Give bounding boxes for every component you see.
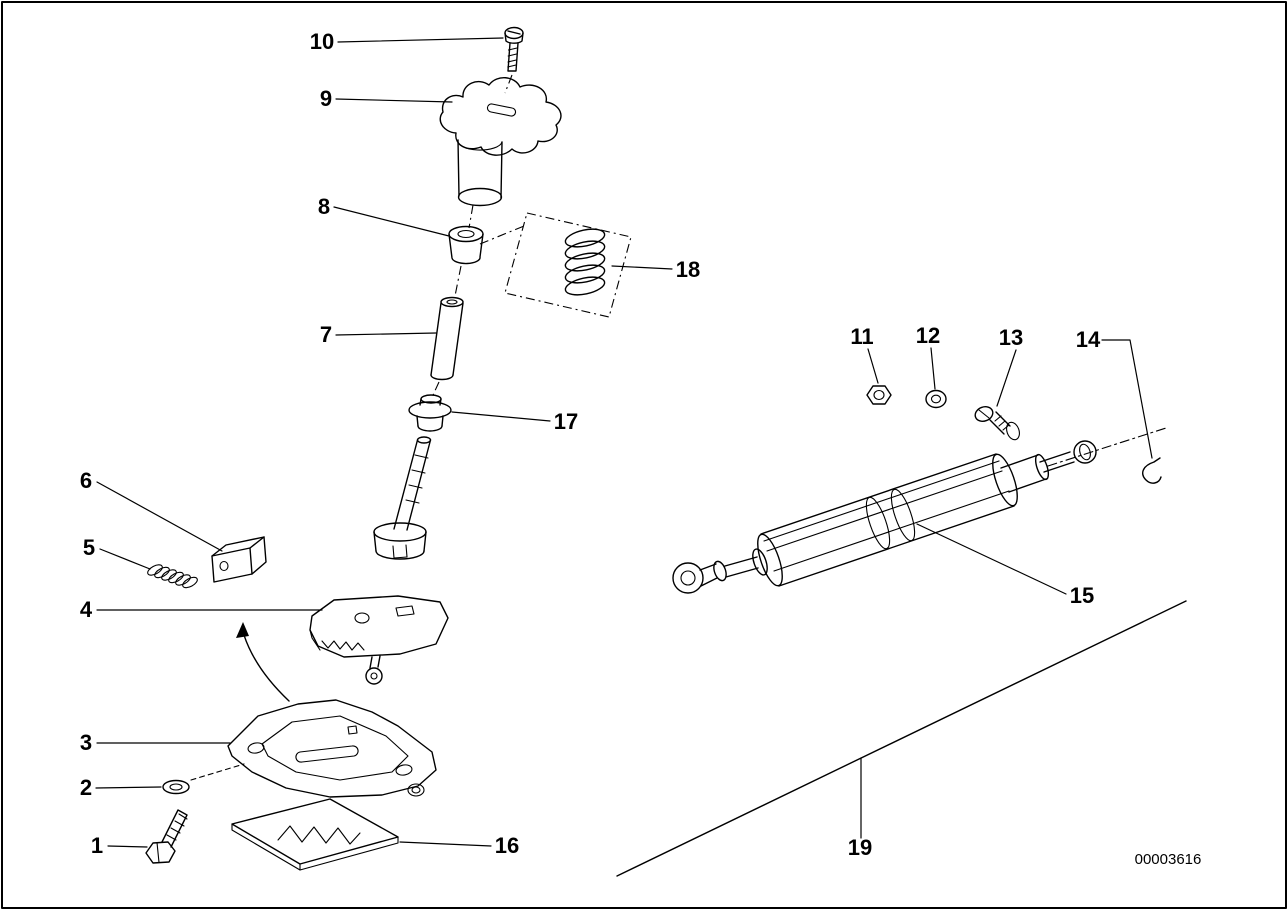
part-shaft-with-base xyxy=(373,436,432,560)
part-4-ratchet-plate xyxy=(236,595,449,702)
callout-3[interactable]: 3 xyxy=(80,730,231,755)
callout-5-label[interactable]: 5 xyxy=(83,535,95,560)
callout-9-label[interactable]: 9 xyxy=(320,86,332,111)
callout-2[interactable]: 2 xyxy=(80,775,162,800)
callout-11-label[interactable]: 11 xyxy=(850,324,873,349)
callout-18[interactable]: 18 xyxy=(611,257,700,282)
callout-7[interactable]: 7 xyxy=(320,322,437,347)
callout-12[interactable]: 12 xyxy=(916,323,940,390)
callout-1-label[interactable]: 1 xyxy=(91,833,103,858)
part-15-damper xyxy=(672,427,1167,594)
callout-6[interactable]: 6 xyxy=(80,468,223,552)
part-11-nut xyxy=(866,385,892,405)
callout-17[interactable]: 17 xyxy=(451,409,578,434)
callout-6-label[interactable]: 6 xyxy=(80,468,92,493)
centerline-segments xyxy=(432,74,525,396)
callout-2-label[interactable]: 2 xyxy=(80,775,92,800)
callout-12-label[interactable]: 12 xyxy=(916,323,940,348)
callout-16[interactable]: 16 xyxy=(399,833,519,858)
part-7-sleeve xyxy=(430,296,464,381)
part-18-spring xyxy=(504,212,632,318)
callout-11[interactable]: 11 xyxy=(850,324,879,384)
part-3-cover-plate xyxy=(227,699,437,798)
part-12-washer xyxy=(925,389,947,409)
part-1-bolt xyxy=(145,809,188,864)
callout-17-label[interactable]: 17 xyxy=(554,409,578,434)
part-5-spring xyxy=(147,564,198,589)
part-9-star-knob xyxy=(439,77,562,207)
diagram-code: 00003616 xyxy=(1135,851,1202,868)
callout-5[interactable]: 5 xyxy=(83,535,151,570)
callout-18-label[interactable]: 18 xyxy=(676,257,700,282)
callout-13-label[interactable]: 13 xyxy=(999,325,1023,350)
part-8-bushing xyxy=(448,225,484,265)
callout-10-label[interactable]: 10 xyxy=(310,29,334,54)
callout-14[interactable]: 14 xyxy=(1076,327,1153,459)
callout-13[interactable]: 13 xyxy=(996,325,1023,407)
callout-9[interactable]: 9 xyxy=(320,86,453,111)
callout-14-label[interactable]: 14 xyxy=(1076,327,1101,352)
callout-4[interactable]: 4 xyxy=(80,597,323,622)
callout-19[interactable]: 19 xyxy=(848,757,872,860)
part-16-friction-plate xyxy=(231,798,399,871)
callout-10[interactable]: 10 xyxy=(310,29,504,54)
part-19-reference-line xyxy=(616,600,1187,877)
part-17-grommet xyxy=(408,394,452,432)
assembly-direction-arrow xyxy=(242,631,290,702)
callout-15[interactable]: 15 xyxy=(916,523,1094,608)
callout-1[interactable]: 1 xyxy=(91,833,148,858)
part-6-block xyxy=(211,536,267,583)
callout-8[interactable]: 8 xyxy=(318,194,450,237)
callout-8-label[interactable]: 8 xyxy=(318,194,330,219)
callout-4-label[interactable]: 4 xyxy=(80,597,93,622)
part-13-screw xyxy=(974,406,1020,441)
callout-7-label[interactable]: 7 xyxy=(320,322,332,347)
callout-3-label[interactable]: 3 xyxy=(80,730,92,755)
callout-15-label[interactable]: 15 xyxy=(1070,583,1094,608)
part-14-clip xyxy=(1142,457,1162,484)
callout-19-label[interactable]: 19 xyxy=(848,835,872,860)
part-10-screw xyxy=(504,26,524,72)
part-2-washer xyxy=(162,763,245,795)
callout-16-label[interactable]: 16 xyxy=(495,833,519,858)
